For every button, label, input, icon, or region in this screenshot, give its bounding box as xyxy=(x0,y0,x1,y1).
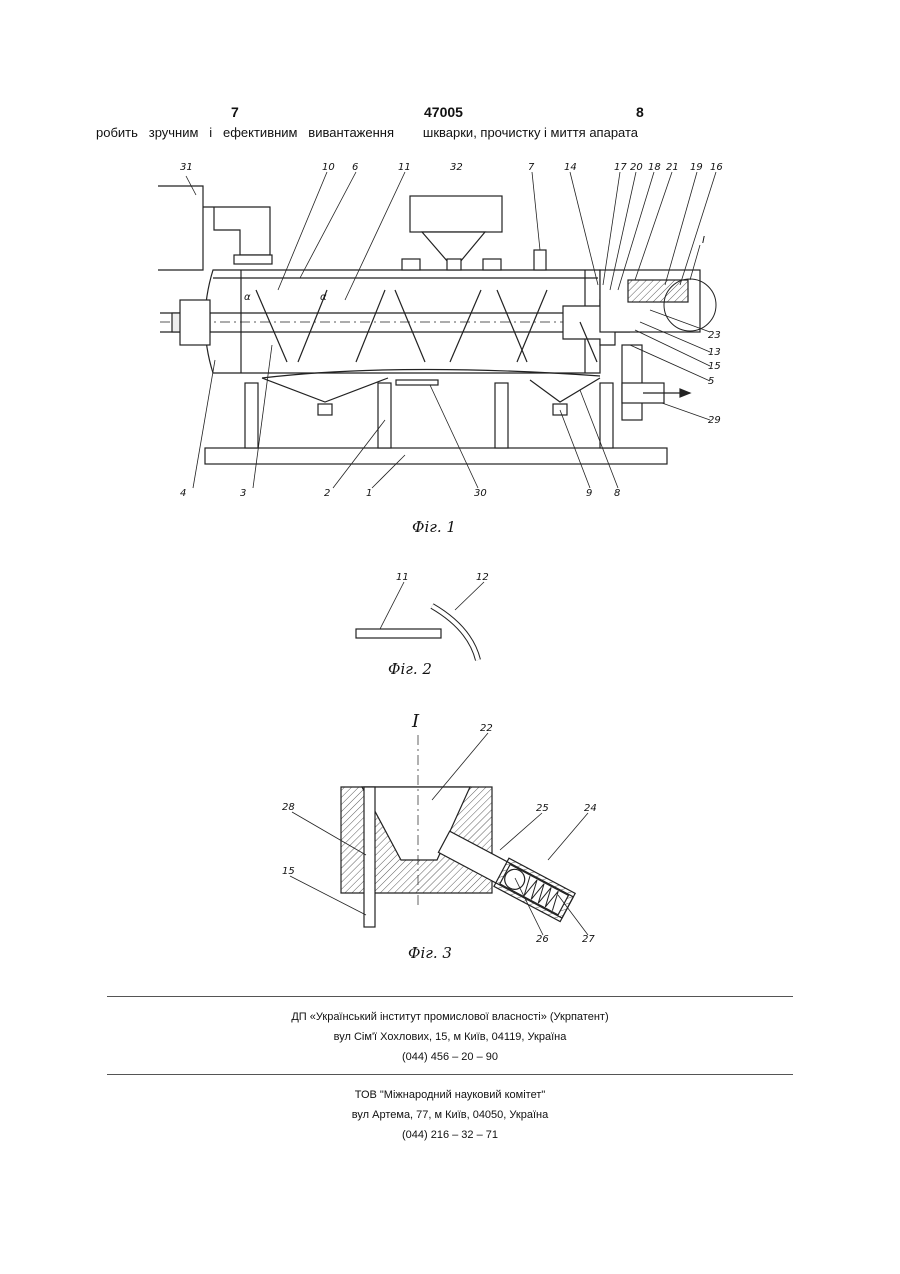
base-plate xyxy=(205,448,667,464)
label-20: 20 xyxy=(630,162,643,173)
label-3: 3 xyxy=(240,488,246,499)
label-11: 11 xyxy=(398,162,411,173)
label-19: 19 xyxy=(690,162,703,173)
label-29: 29 xyxy=(708,415,721,426)
label-18: 18 xyxy=(648,162,661,173)
fig1-caption: Фіг. 1 xyxy=(412,518,456,536)
footer-rule-middle xyxy=(107,1074,793,1075)
label-15: 15 xyxy=(708,361,721,372)
label-4: 4 xyxy=(180,488,186,499)
label-21: 21 xyxy=(666,162,679,173)
label-fig3-15: 15 xyxy=(282,866,295,877)
label-13: 13 xyxy=(708,347,721,358)
label-fig3-22: 22 xyxy=(480,723,493,734)
fig2-caption: Фіг. 2 xyxy=(388,660,432,678)
fig2-drawing xyxy=(356,582,484,660)
label-10: 10 xyxy=(322,162,335,173)
label-fig3-24: 24 xyxy=(584,803,597,814)
printer-block: ТОВ "Міжнародний науковий комітет" вул А… xyxy=(0,1085,900,1145)
label-alpha-left: α xyxy=(244,292,251,303)
printer-name: ТОВ "Міжнародний науковий комітет" xyxy=(0,1085,900,1105)
label-5: 5 xyxy=(708,376,714,387)
label-30: 30 xyxy=(474,488,487,499)
label-fig3-27: 27 xyxy=(582,934,595,945)
publisher-phone: (044) 456 – 20 – 90 xyxy=(0,1047,900,1067)
printer-address: вул Артема, 77, м Київ, 04050, Україна xyxy=(0,1105,900,1125)
label-alpha-right: α xyxy=(320,292,327,303)
fig2-numbers: 11 12 xyxy=(396,572,489,583)
label-8: 8 xyxy=(614,488,620,499)
publisher-name: ДП «Український інститут промислової вла… xyxy=(0,1007,900,1027)
label-fig2-12: 12 xyxy=(476,572,489,583)
fig1-drawing xyxy=(158,186,716,464)
fig3-caption: Фіг. 3 xyxy=(408,944,452,962)
label-1: 1 xyxy=(366,488,372,499)
label-I: I xyxy=(702,235,705,246)
label-17: 17 xyxy=(614,162,627,173)
publisher-block: ДП «Український інститут промислової вла… xyxy=(0,1007,900,1067)
label-16: 16 xyxy=(710,162,723,173)
footer-rule-top xyxy=(107,996,793,997)
label-7: 7 xyxy=(528,162,535,173)
label-14: 14 xyxy=(564,162,577,173)
label-31: 31 xyxy=(180,162,193,173)
label-fig3-26: 26 xyxy=(536,934,549,945)
fig3-title: I xyxy=(411,711,420,732)
label-23: 23 xyxy=(708,330,721,341)
label-2: 2 xyxy=(324,488,330,499)
label-fig3-28: 28 xyxy=(282,802,295,813)
label-32: 32 xyxy=(450,162,463,173)
label-9: 9 xyxy=(586,488,592,499)
fig3-drawing xyxy=(341,735,575,927)
printer-phone: (044) 216 – 32 – 71 xyxy=(0,1125,900,1145)
label-fig3-25: 25 xyxy=(536,803,549,814)
main-shell xyxy=(205,270,600,373)
label-fig2-11: 11 xyxy=(396,572,409,583)
label-6: 6 xyxy=(352,162,358,173)
publisher-address: вул Сім'ї Хохлових, 15, м Київ, 04119, У… xyxy=(0,1027,900,1047)
